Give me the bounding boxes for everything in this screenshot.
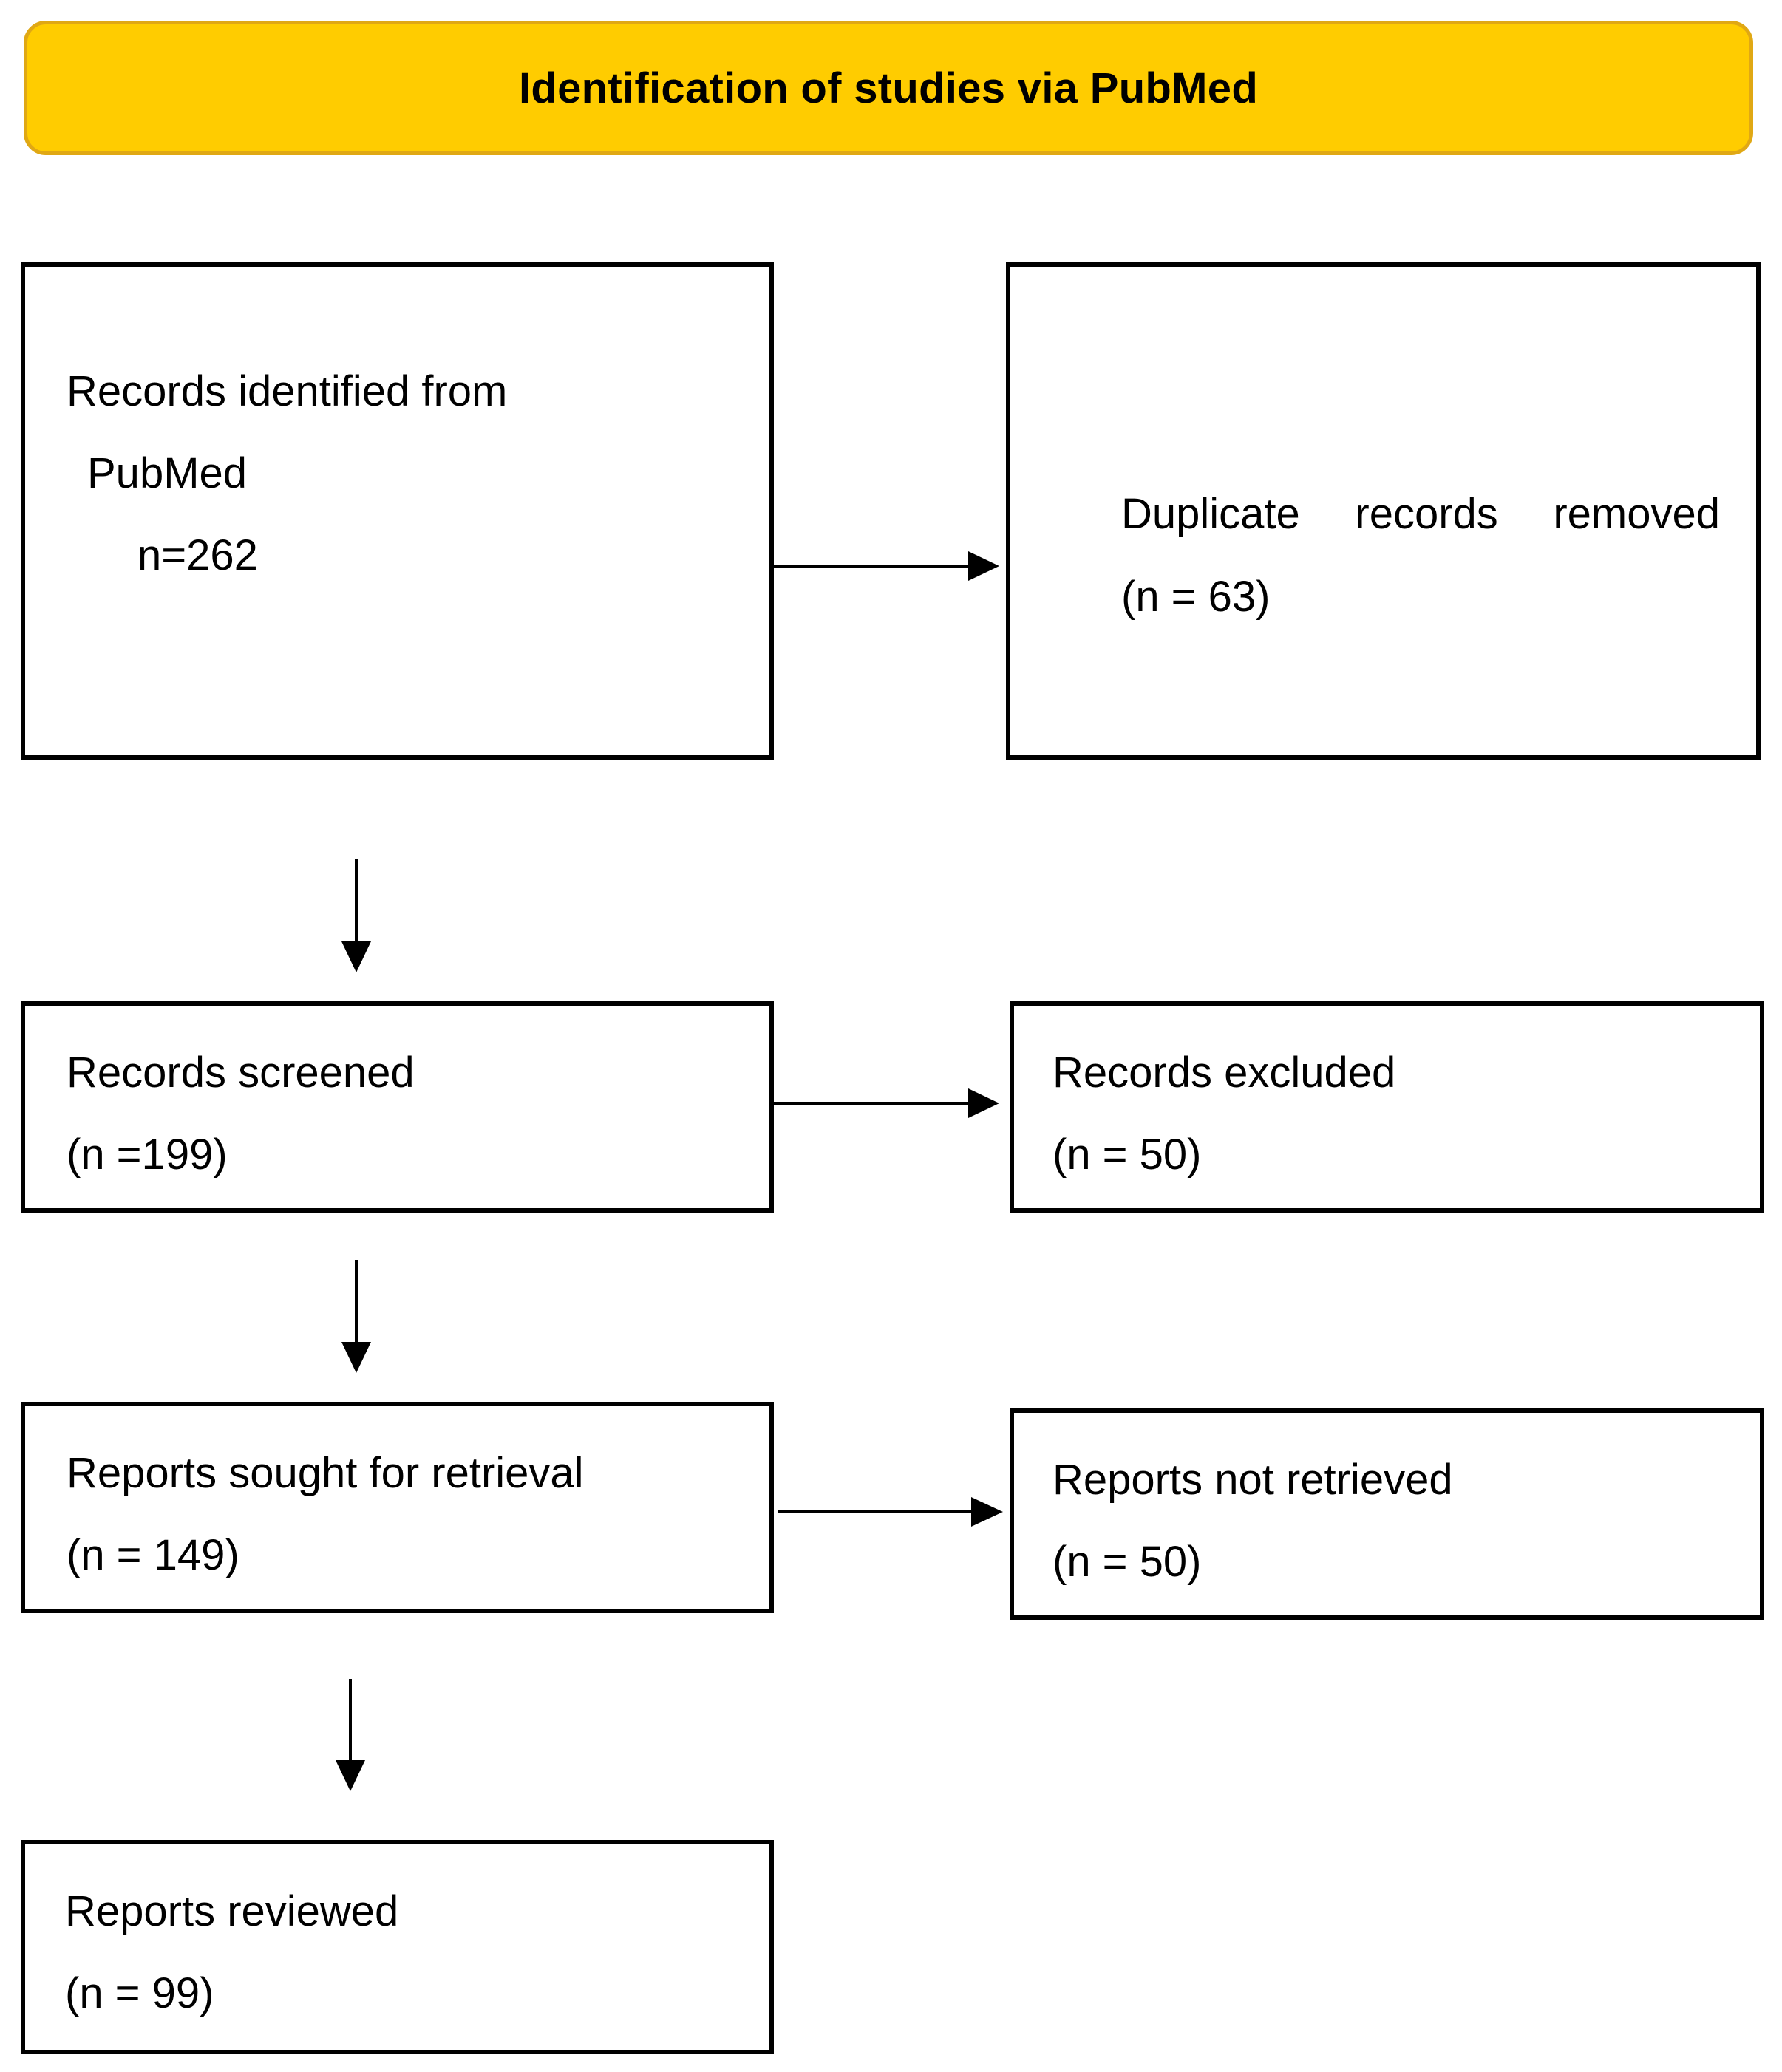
duplicates-word-2: records: [1355, 490, 1498, 538]
reports-reviewed-label: Reports reviewed: [65, 1887, 399, 1935]
records-identified-label: Records identified from: [67, 367, 508, 415]
reports-sought-count: (n = 149): [67, 1531, 239, 1579]
reports-not-retrieved-label: Reports not retrieved: [1052, 1456, 1453, 1504]
records-excluded-count: (n = 50): [1052, 1131, 1202, 1179]
records-excluded-label: Records excluded: [1052, 1049, 1396, 1097]
reports-not-retrieved-box: Reports not retrieved (n = 50): [1010, 1408, 1764, 1620]
arrowhead-excluded: [968, 1088, 999, 1118]
reports-reviewed-box: Reports reviewed (n = 99): [21, 1840, 774, 2054]
records-excluded-box: Records excluded (n = 50): [1010, 1001, 1764, 1213]
header-title: Identification of studies via PubMed: [518, 64, 1259, 112]
arrowhead-sought: [341, 1342, 371, 1373]
reports-sought-label: Reports sought for retrieval: [67, 1449, 584, 1497]
reports-not-retrieved-count: (n = 50): [1052, 1538, 1202, 1586]
reports-reviewed-count: (n = 99): [65, 1969, 214, 2017]
section-header-identification: Identification of studies via PubMed: [24, 21, 1753, 155]
records-screened-count: (n =199): [67, 1131, 228, 1179]
arrowhead-reviewed: [336, 1760, 365, 1791]
records-identified-box: Records identified from PubMed n=262: [21, 262, 774, 760]
records-identified-count: n=262: [137, 531, 258, 579]
arrowhead-not-retrieved: [971, 1497, 1003, 1527]
records-screened-label: Records screened: [67, 1049, 415, 1097]
arrowhead-duplicates: [968, 551, 999, 581]
reports-sought-box: Reports sought for retrieval (n = 149): [21, 1402, 774, 1613]
records-identified-source: PubMed: [87, 449, 248, 497]
arrowhead-screened: [341, 941, 371, 972]
duplicates-word-1: Duplicate: [1121, 490, 1300, 538]
duplicates-removed-box: Duplicate records removed (n = 63): [1006, 262, 1761, 760]
duplicates-removed-count: (n = 63): [1121, 573, 1271, 621]
duplicates-word-3: removed: [1553, 490, 1720, 538]
records-screened-box: Records screened (n =199): [21, 1001, 774, 1213]
duplicates-removed-label: Duplicate records removed: [1121, 493, 1720, 536]
